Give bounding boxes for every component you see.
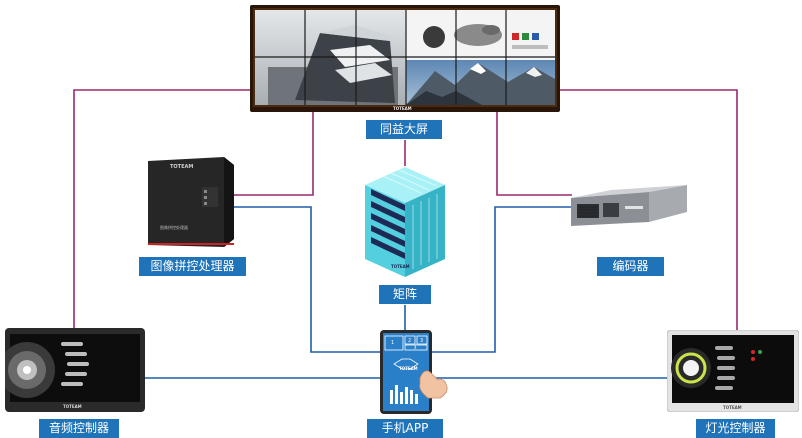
wire-splicer-to-app <box>233 206 381 353</box>
phone-screen-number-2: 2 <box>408 338 412 344</box>
audio-brand: TOTEAM <box>63 404 82 409</box>
splicer-device-text: 图像拼控处理器 <box>160 225 188 230</box>
phone-screen-number-4: 4 <box>414 345 417 350</box>
lighting-brand: TOTEAM <box>723 405 742 410</box>
wire-wall-to-audio <box>73 89 250 330</box>
label-splicing-processor: 图像拼控处理器 <box>139 257 246 276</box>
encoder-device <box>569 182 689 227</box>
mobile-app-phone: 1 2 3 4 TOTEAM <box>380 330 450 414</box>
phone-screen-number-3: 3 <box>420 338 424 344</box>
wire-wall-to-lighting <box>560 89 738 332</box>
matrix-unit: TOTEAM <box>363 165 447 280</box>
lighting-controller-panel: TOTEAM <box>667 330 799 412</box>
phone-brand: TOTEAM <box>399 366 418 371</box>
wire-wall-to-encoder <box>496 110 572 196</box>
label-matrix: 矩阵 <box>379 285 431 304</box>
video-wall: TOTEAM <box>250 5 560 112</box>
label-audio-controller: 音频控制器 <box>39 419 119 438</box>
wire-wall-to-splicer <box>233 110 314 196</box>
video-wall-brand: TOTEAM <box>393 106 412 111</box>
audio-controller-panel: TOTEAM <box>5 328 145 412</box>
label-video-wall: 同益大屏 <box>366 120 442 139</box>
label-mobile-app: 手机APP <box>367 419 443 438</box>
matrix-brand: TOTEAM <box>391 264 410 269</box>
phone-screen-number-1: 1 <box>391 340 395 346</box>
splicer-brand: TOTEAM <box>170 164 194 170</box>
label-encoder: 编码器 <box>597 257 664 276</box>
wire-encoder-to-app <box>431 206 572 353</box>
label-lighting-controller: 灯光控制器 <box>696 419 775 438</box>
splicing-processor: TOTEAM 图像拼控处理器 <box>146 157 234 247</box>
